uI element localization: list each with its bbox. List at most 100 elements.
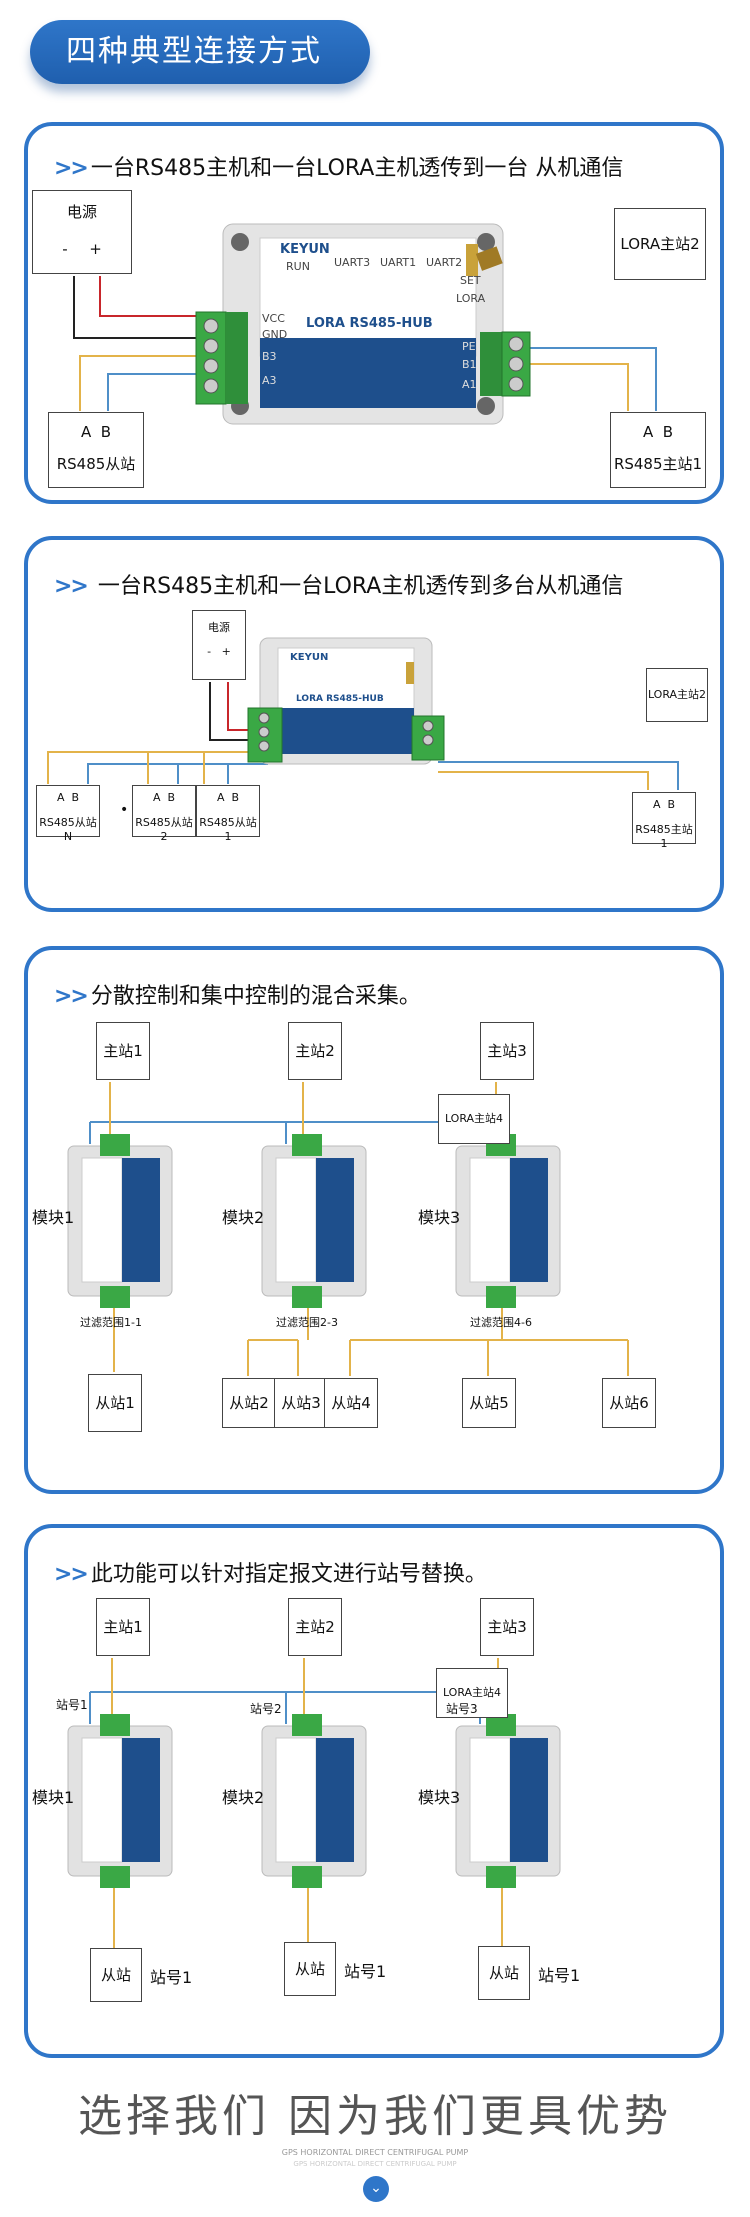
section-heading: >>一台RS485主机和一台LORA主机透传到一台 从机通信 — [54, 150, 623, 182]
slave-box: 从站5 — [462, 1378, 516, 1428]
device-a1-label: A1 — [462, 378, 477, 391]
master-label: RS485主站1 — [635, 823, 693, 850]
master-label: RS485主站1 — [613, 455, 703, 473]
wiring-diagram — [73, 223, 657, 425]
heading-text: 一台RS485主机和一台LORA主机透传到一台 从机通信 — [90, 156, 624, 181]
station-tag: 站号2 — [250, 1702, 282, 1716]
station-tag: 站号3 — [446, 1702, 478, 1716]
device-set-label: SET — [460, 274, 481, 287]
lora-master-box: LORA主站4 — [436, 1668, 508, 1718]
slave-label: RS485从站2 — [135, 816, 193, 843]
section-one-to-one: >>一台RS485主机和一台LORA主机透传到一台 从机通信 KEYUN RUN… — [24, 122, 724, 504]
device-uart1-label: UART1 — [380, 256, 417, 269]
master-box: 主站3 — [480, 1598, 534, 1656]
device-a3-label: A3 — [262, 374, 277, 387]
module-label: 模块1 — [32, 1788, 75, 1807]
power-plus: + — [89, 240, 102, 258]
filter-range-label: 过滤范围1-1 — [80, 1316, 142, 1329]
power-supply-box: 电源 - + — [32, 190, 132, 274]
slave-station-number: 站号1 — [344, 1962, 387, 1981]
filter-range-label: 过滤范围4-6 — [470, 1316, 532, 1329]
slave-box: 从站4 — [324, 1378, 378, 1428]
rs485-master-box: A B RS485主站1 — [632, 792, 696, 850]
module-label: 模块1 — [32, 1208, 75, 1227]
slave-label: RS485从站1 — [199, 816, 257, 843]
section-station-replace: >>此功能可以针对指定报文进行站号替换。 主站1 主站2 主站3 LORA主站4… — [24, 1524, 724, 2058]
heading-text: 此功能可以针对指定报文进行站号替换。 — [90, 1562, 487, 1587]
master-box: 主站2 — [288, 1598, 342, 1656]
chevron-down-icon[interactable]: ⌄ — [363, 2176, 389, 2202]
device-lora-label: LORA — [456, 292, 486, 305]
page-title: 四种典型连接方式 — [30, 20, 370, 84]
slave-box: 从站 — [284, 1942, 336, 1996]
rs485-master-box: A B RS485主站1 — [610, 412, 706, 488]
section-one-to-many: >> 一台RS485主机和一台LORA主机透传到多台从机通信 KEYUN LOR… — [24, 536, 724, 912]
device-vcc-label: VCC — [262, 312, 285, 325]
footer-title: 选择我们 因为我们更具优势 — [78, 2091, 672, 2142]
master-box: 主站3 — [480, 1022, 534, 1080]
device-model: LORA RS485-HUB — [296, 694, 384, 704]
slave-box: 从站1 — [88, 1374, 142, 1432]
device-uart3-label: UART3 — [334, 256, 371, 269]
section-heading: >> 一台RS485主机和一台LORA主机透传到多台从机通信 — [54, 568, 623, 600]
topology-diagram — [67, 1658, 561, 1948]
lora-master-box: LORA主站2 — [646, 668, 708, 722]
device-brand: KEYUN — [290, 652, 329, 663]
ab-label: A B — [80, 423, 112, 441]
device-run-label: RUN — [286, 260, 310, 273]
slave-box: 从站 — [478, 1946, 530, 2000]
ab-label: A B — [642, 423, 674, 441]
device-model: LORA RS485-HUB — [306, 316, 433, 331]
device-gnd-label: GND — [262, 328, 288, 341]
lora-master-box: LORA主站2 — [614, 208, 706, 280]
master-box: 主站1 — [96, 1022, 150, 1080]
slave-box: 从站6 — [602, 1378, 656, 1428]
heading-text: 一台RS485主机和一台LORA主机透传到多台从机通信 — [97, 574, 624, 599]
slave-box: 从站 — [90, 1948, 142, 2002]
slave-box: 从站3 — [274, 1378, 328, 1428]
section-heading: >>此功能可以针对指定报文进行站号替换。 — [54, 1556, 487, 1588]
device-pe-label: PE — [462, 340, 476, 353]
power-label: 电源 — [208, 621, 230, 634]
power-label: 电源 — [66, 203, 97, 221]
master-box: 主站2 — [288, 1022, 342, 1080]
arrow-icon: >> — [54, 1562, 89, 1587]
section-heading: >>分散控制和集中控制的混合采集。 — [54, 978, 421, 1010]
topology-diagram — [67, 1082, 629, 1376]
module-label: 模块3 — [418, 1788, 461, 1807]
section-mixed-acquisition: >>分散控制和集中控制的混合采集。 — [24, 946, 724, 1494]
station-tag: 站号1 — [56, 1698, 88, 1712]
arrow-icon: >> — [54, 574, 89, 599]
wiring-diagram — [47, 637, 679, 790]
device-b1-label: B1 — [462, 358, 477, 371]
footer-subtitle-faint: GPS HORIZONTAL DIRECT CENTRIFUGAL PUMP — [293, 2160, 457, 2168]
module-label: 模块2 — [222, 1208, 265, 1227]
ab-label: A B — [56, 791, 80, 804]
power-pm-label: - + — [207, 645, 231, 658]
power-minus: - — [62, 240, 68, 258]
module-label: 模块2 — [222, 1788, 265, 1807]
footer-subtitle: GPS HORIZONTAL DIRECT CENTRIFUGAL PUMP — [281, 2148, 469, 2157]
slave-label: RS485从站N — [39, 816, 97, 843]
slave-station-number: 站号1 — [150, 1968, 193, 1987]
lora-master-box: LORA主站4 — [438, 1094, 510, 1144]
rs485-slave-box: A B RS485从站2 — [132, 785, 196, 843]
slave-station-number: 站号1 — [538, 1966, 581, 1985]
module-label: 模块3 — [418, 1208, 461, 1227]
device-brand: KEYUN — [280, 242, 330, 257]
slave-box: 从站2 — [222, 1378, 276, 1428]
ab-label: A B — [152, 791, 176, 804]
rs485-slave-box: A B RS485从站 — [48, 412, 144, 488]
ab-label: A B — [652, 798, 676, 811]
power-supply-box: 电源 - + — [192, 610, 246, 680]
slave-label: RS485从站 — [56, 455, 136, 473]
rs485-slave-box: A B RS485从站1 — [196, 785, 260, 843]
rs485-slave-box: A B RS485从站N — [36, 785, 100, 843]
arrow-icon: >> — [54, 984, 89, 1009]
master-box: 主站1 — [96, 1598, 150, 1656]
arrow-icon: >> — [54, 156, 89, 181]
heading-text: 分散控制和集中控制的混合采集。 — [90, 984, 421, 1009]
ab-label: A B — [216, 791, 240, 804]
device-b3-label: B3 — [262, 350, 277, 363]
filter-range-label: 过滤范围2-3 — [276, 1316, 338, 1329]
